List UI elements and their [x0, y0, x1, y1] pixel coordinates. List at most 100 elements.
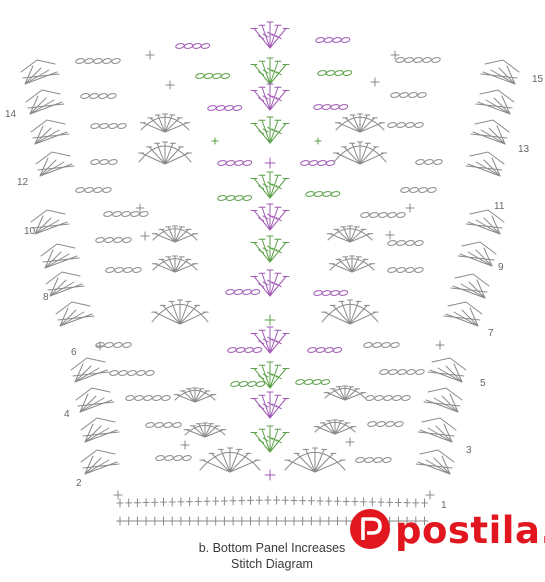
- center-fan: [250, 171, 290, 199]
- center-sc: [264, 469, 276, 481]
- center-fan: [250, 361, 290, 389]
- shell-stitch: [173, 387, 217, 403]
- chain-stitches: [295, 379, 331, 385]
- stitch-symbols: [20, 21, 520, 526]
- shell-stitch: [328, 255, 376, 273]
- center-fan: [250, 326, 290, 354]
- shell-stitch: [183, 422, 227, 438]
- row-number-5: 5: [480, 378, 486, 389]
- single-crochet-mark: [405, 203, 415, 213]
- chain-stitches: [175, 43, 211, 49]
- chain-stitches: [217, 195, 253, 201]
- row-number-12: 12: [17, 177, 29, 188]
- center-fan: [250, 203, 290, 231]
- edge-cluster: [417, 417, 457, 443]
- row-numbers-right: 1 3 5 7 9 11 13 15: [441, 74, 544, 511]
- row-number-15: 15: [532, 74, 544, 85]
- chain-stitches: [367, 421, 404, 427]
- edge-cluster: [475, 89, 515, 115]
- chain-stitches: [103, 211, 149, 217]
- watermark-logo-icon: [350, 509, 390, 549]
- edge-cluster: [30, 209, 70, 235]
- edge-cluster: [40, 243, 80, 269]
- center-fan: [250, 116, 290, 144]
- chain-stitches: [313, 104, 349, 110]
- row-number-1: 1: [441, 500, 447, 511]
- chain-stitches: [387, 240, 424, 246]
- chain-stitches: [315, 37, 351, 43]
- center-fan: [250, 57, 290, 85]
- edge-cluster: [470, 119, 510, 145]
- row-number-7: 7: [488, 328, 494, 339]
- edge-cluster: [80, 449, 120, 475]
- center-fan: [250, 21, 290, 49]
- chain-stitches: [90, 123, 127, 129]
- chain-stitches: [313, 290, 349, 296]
- row-number-2: 2: [76, 478, 82, 489]
- chain-stitches: [365, 395, 411, 401]
- center-fan: [250, 269, 290, 297]
- chain-stitches: [195, 73, 231, 79]
- foundation-row: [116, 495, 429, 526]
- edge-cluster: [55, 301, 95, 327]
- shell-stitch: [321, 299, 379, 325]
- center-sc: [264, 157, 276, 169]
- edge-cluster: [423, 387, 463, 413]
- edge-cluster: [20, 59, 60, 85]
- chain-stitches: [387, 122, 424, 128]
- green-mark: [211, 137, 219, 145]
- green-mark: [314, 137, 322, 145]
- center-sc: [264, 314, 276, 326]
- row-number-13: 13: [518, 144, 530, 155]
- diagram-caption-line1: b. Bottom Panel Increases: [199, 541, 346, 555]
- chain-stitches: [379, 369, 425, 375]
- edge-cluster: [465, 209, 505, 235]
- watermark: postila.ru: [350, 509, 545, 552]
- chain-stitches: [355, 457, 392, 463]
- single-crochet-mark: [135, 203, 145, 213]
- single-crochet-mark: [113, 490, 123, 500]
- chain-stitches: [307, 347, 343, 353]
- single-crochet-mark: [165, 80, 175, 90]
- row-number-14: 14: [5, 109, 17, 120]
- edge-cluster: [75, 387, 115, 413]
- edge-cluster: [35, 151, 75, 177]
- edge-cluster: [25, 89, 65, 115]
- edge-cluster: [450, 273, 490, 299]
- chain-stitches: [95, 342, 132, 348]
- shell-stitch: [139, 113, 191, 133]
- shell-stitch: [333, 141, 387, 165]
- chain-stitches: [415, 159, 443, 165]
- shell-stitch: [323, 385, 367, 401]
- shell-stitch: [284, 447, 346, 473]
- chain-stitches: [300, 160, 336, 166]
- chain-stitches: [109, 370, 155, 376]
- row-numbers-left: 2 4 6 8 10 12 14: [5, 109, 82, 489]
- shell-stitch: [199, 447, 261, 473]
- edge-cluster: [30, 119, 70, 145]
- chain-stitches: [305, 191, 341, 197]
- watermark-text: postila.ru: [395, 509, 545, 552]
- chain-stitches: [400, 187, 437, 193]
- edge-cluster: [45, 271, 85, 297]
- center-fan: [250, 83, 290, 111]
- chain-stitches: [105, 267, 142, 273]
- chain-stitches: [395, 57, 441, 63]
- single-crochet-mark: [145, 50, 155, 60]
- single-crochet-mark: [95, 341, 105, 351]
- edge-cluster: [443, 301, 483, 327]
- row-number-9: 9: [498, 262, 504, 273]
- row-number-3: 3: [466, 445, 472, 456]
- shell-stitch: [151, 225, 199, 243]
- single-crochet-mark: [180, 440, 190, 450]
- chain-stitches: [363, 342, 400, 348]
- chain-stitches: [227, 347, 263, 353]
- row-number-4: 4: [64, 409, 70, 420]
- chain-stitches: [360, 212, 406, 218]
- edge-cluster: [480, 59, 520, 85]
- shell-stitch: [151, 255, 199, 273]
- chain-stitches: [387, 267, 424, 273]
- edge-cluster: [415, 449, 455, 475]
- shell-stitch: [151, 299, 209, 325]
- center-fan: [250, 391, 290, 419]
